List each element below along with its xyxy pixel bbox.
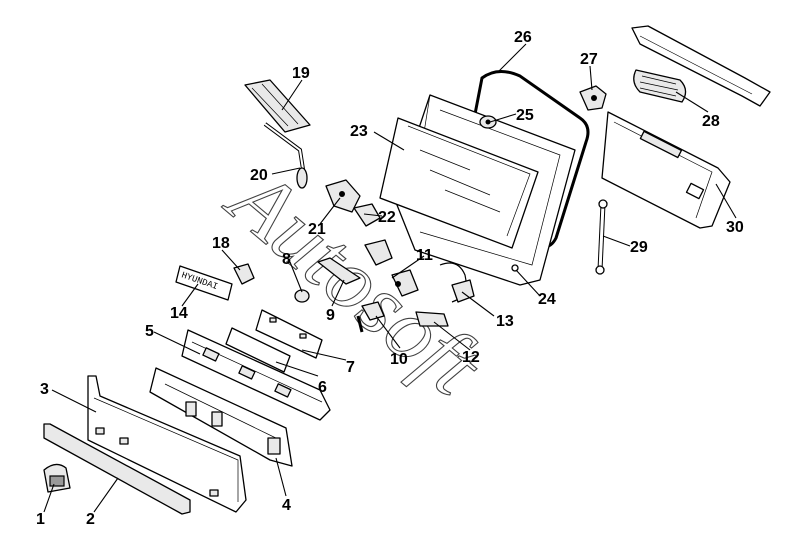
leader-lines bbox=[43, 43, 737, 513]
callout-9: 9 bbox=[326, 307, 335, 324]
callout-28: 28 bbox=[702, 113, 720, 130]
part-29-gas-strut bbox=[595, 199, 608, 275]
callout-4: 4 bbox=[282, 497, 291, 514]
part-25-clip bbox=[479, 115, 497, 129]
callout-27: 27 bbox=[580, 51, 598, 68]
part-6-plate bbox=[225, 327, 291, 373]
callout-7: 7 bbox=[346, 359, 355, 376]
callout-21: 21 bbox=[308, 221, 326, 238]
callout-5: 5 bbox=[145, 323, 154, 340]
part-21-hinge bbox=[325, 179, 361, 213]
callout-19: 19 bbox=[292, 65, 310, 82]
callout-2: 2 bbox=[86, 511, 95, 528]
part-30-trim-panel bbox=[601, 111, 731, 229]
callout-24: 24 bbox=[538, 291, 556, 308]
part-2-trim-strip bbox=[43, 423, 191, 515]
part-3-bumper-cover bbox=[87, 375, 247, 513]
part-5-reinforcement bbox=[181, 329, 331, 421]
callout-25: 25 bbox=[516, 107, 534, 124]
part-22-bracket bbox=[353, 203, 381, 227]
callout-6: 6 bbox=[318, 379, 327, 396]
callout-29: 29 bbox=[630, 239, 648, 256]
callouts: 1 2 3 4 5 6 7 8 9 10 11 12 13 14 18 19 2… bbox=[36, 29, 744, 528]
callout-30: 30 bbox=[726, 219, 744, 236]
part-19-panel bbox=[244, 79, 311, 133]
spoiler bbox=[631, 25, 771, 107]
part-11-latch bbox=[364, 239, 419, 297]
callout-26: 26 bbox=[514, 29, 532, 46]
callout-1: 1 bbox=[36, 511, 45, 528]
callout-10: 10 bbox=[390, 351, 408, 368]
part-1-lamp bbox=[43, 463, 71, 493]
callout-14: 14 bbox=[170, 305, 188, 322]
callout-11: 11 bbox=[416, 247, 433, 264]
part-9-plate bbox=[317, 257, 361, 285]
part-10-lock-cylinder bbox=[356, 301, 385, 333]
callout-18: 18 bbox=[212, 235, 230, 252]
part-7-plate bbox=[255, 309, 323, 359]
part-4-beam bbox=[149, 367, 293, 467]
part-27-bracket bbox=[579, 85, 607, 111]
part-12-handle bbox=[415, 311, 449, 327]
callout-20: 20 bbox=[250, 167, 268, 184]
callout-23: 23 bbox=[350, 123, 368, 140]
part-23-glass bbox=[379, 117, 539, 249]
part-28-lamp bbox=[633, 69, 687, 103]
part-8-nut bbox=[294, 289, 310, 303]
part-14-badge: HYUNDAI bbox=[175, 265, 233, 301]
callout-22: 22 bbox=[378, 209, 396, 226]
callout-13: 13 bbox=[496, 313, 514, 330]
callout-3: 3 bbox=[40, 381, 49, 398]
callout-8: 8 bbox=[282, 251, 291, 268]
callout-12: 12 bbox=[462, 349, 480, 366]
part-20-wiper-arm bbox=[263, 122, 308, 189]
